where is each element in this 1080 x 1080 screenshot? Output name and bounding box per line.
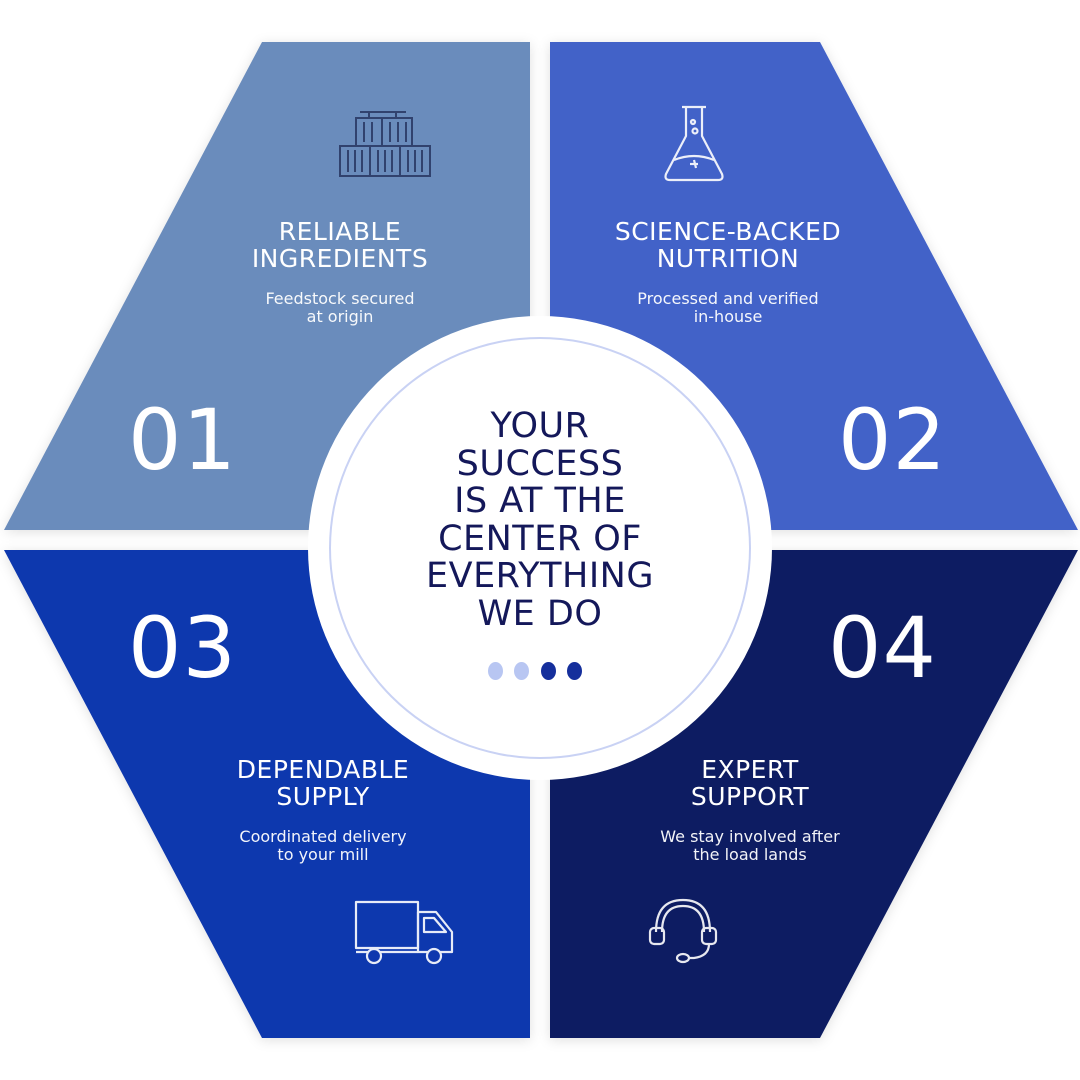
segment-04-text: EXPERT SUPPORT We stay involved after th… <box>630 756 870 864</box>
pager-dot-2 <box>514 662 529 680</box>
flask-icon <box>664 105 724 182</box>
truck-icon <box>354 900 454 965</box>
segment-04-description: We stay involved after the load lands <box>630 828 870 864</box>
segment-04-title-line1: EXPERT <box>701 755 799 784</box>
center-headline: YOUR SUCCESS IS AT THE CENTER OF EVERYTH… <box>426 406 654 634</box>
segment-03-text: DEPENDABLE SUPPLY Coordinated delivery t… <box>212 756 434 864</box>
segment-02-title: SCIENCE-BACKED NUTRITION <box>578 218 878 272</box>
segment-01-desc-line2: at origin <box>306 307 374 326</box>
segment-02-text: SCIENCE-BACKED NUTRITION Processed and v… <box>578 218 878 326</box>
segment-01-title-line1: RELIABLE <box>278 217 402 246</box>
segment-04-number: 04 <box>828 599 937 697</box>
segment-03-title: DEPENDABLE SUPPLY <box>212 756 434 810</box>
pager-dot-3 <box>541 662 556 680</box>
segment-02-desc-line2: in-house <box>693 307 763 326</box>
segment-03-desc-line1: Coordinated delivery <box>239 827 407 846</box>
segment-02-desc-line1: Processed and verified <box>637 289 819 308</box>
segment-03-title-line1: DEPENDABLE <box>236 755 410 784</box>
pager-dot-1 <box>488 662 503 680</box>
segment-03-number: 03 <box>128 599 237 697</box>
segment-04-title: EXPERT SUPPORT <box>630 756 870 810</box>
segment-02-description: Processed and verified in-house <box>578 290 878 326</box>
segment-02-title-line1: SCIENCE-BACKED <box>614 217 842 246</box>
segment-04-desc-line1: We stay involved after <box>660 827 840 846</box>
segment-01-title: RELIABLE INGREDIENTS <box>230 218 450 272</box>
segment-02-title-line2: NUTRITION <box>656 244 800 273</box>
segment-01-description: Feedstock secured at origin <box>230 290 450 326</box>
segment-03-description: Coordinated delivery to your mill <box>212 828 434 864</box>
headset-icon <box>648 898 718 964</box>
segment-02-number: 02 <box>838 391 947 489</box>
segment-03-title-line2: SUPPLY <box>276 782 370 811</box>
pager-dot-4 <box>567 662 582 680</box>
segment-04-title-line2: SUPPORT <box>690 782 810 811</box>
segment-04-desc-line2: the load lands <box>693 845 807 864</box>
center-circle <box>331 339 749 757</box>
segment-01-number: 01 <box>128 391 237 489</box>
segment-01-text: RELIABLE INGREDIENTS Feedstock secured a… <box>230 218 450 326</box>
segment-03-desc-line2: to your mill <box>277 845 369 864</box>
boxes-icon <box>339 111 431 177</box>
segment-01-title-line2: INGREDIENTS <box>251 244 429 273</box>
segment-01-desc-line1: Feedstock secured <box>265 289 415 308</box>
